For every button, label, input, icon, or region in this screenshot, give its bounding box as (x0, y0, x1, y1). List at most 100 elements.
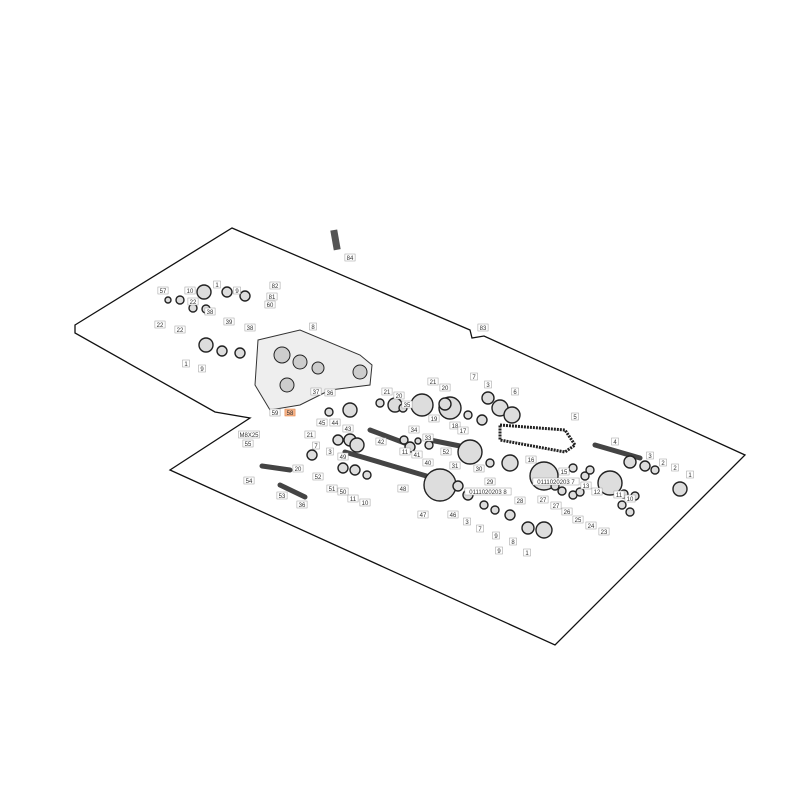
part-callout[interactable]: 25 (572, 515, 584, 524)
part-callout[interactable]: 39 (223, 317, 235, 326)
part-callout[interactable]: 38 (204, 307, 216, 316)
part-callout[interactable]: 30 (473, 464, 485, 473)
part-callout[interactable]: 53 (276, 491, 288, 500)
part-callout[interactable]: 9 (495, 546, 503, 555)
part-callout[interactable]: 8 (309, 322, 317, 331)
part-callout[interactable]: 7 (470, 372, 478, 381)
part-callout[interactable]: 11 (399, 447, 411, 456)
part-callout[interactable]: 60 (264, 300, 276, 309)
part-callout[interactable]: 1 (213, 280, 221, 289)
callout-label: 16 (528, 458, 535, 464)
part-callout[interactable]: 19 (428, 414, 440, 423)
part-callout[interactable]: 1 (182, 359, 190, 368)
part-callout[interactable]: 0111020203 7 (532, 477, 580, 486)
callout-label: 2 (661, 461, 665, 467)
part-callout[interactable]: 38 (244, 323, 256, 332)
part-callout[interactable]: 20 (439, 383, 451, 392)
part-callout[interactable]: 12 (591, 487, 603, 496)
part-callout[interactable]: 59 (269, 408, 281, 417)
part-callout[interactable]: 41 (411, 450, 423, 459)
part-callout[interactable]: 23 (598, 527, 610, 536)
part-callout[interactable]: 51 (326, 484, 338, 493)
part-callout[interactable]: 28 (514, 496, 526, 505)
callout-label: 11 (350, 497, 357, 503)
part-callout[interactable]: 33 (422, 433, 434, 442)
part-callout[interactable]: 1 (686, 470, 694, 479)
callout-box (309, 322, 317, 331)
part-callout[interactable]: 22 (174, 325, 186, 334)
part-callout[interactable]: 9 (233, 286, 241, 295)
part-callout[interactable]: 10 (359, 498, 371, 507)
part-callout[interactable]: 36 (296, 500, 308, 509)
part-callout[interactable]: 5 (571, 412, 579, 421)
part-callout[interactable]: 37 (310, 387, 322, 396)
part-callout[interactable]: 21 (304, 430, 316, 439)
part-callout[interactable]: 50 (337, 487, 349, 496)
part-callout[interactable]: 22 (187, 297, 199, 306)
part-callout[interactable]: 35 (401, 400, 413, 409)
part-callout[interactable]: 1 (523, 548, 531, 557)
part-callout[interactable]: 21 (381, 387, 393, 396)
part-callout[interactable]: 82 (269, 281, 281, 290)
part-callout[interactable]: 49 (337, 452, 349, 461)
part-callout[interactable]: 34 (408, 425, 420, 434)
part-callout[interactable]: 15 (558, 467, 570, 476)
part-callout[interactable]: 44 (329, 418, 341, 427)
part-callout[interactable]: 10 (184, 286, 196, 295)
part-callout[interactable]: 0111020203 8 (464, 487, 512, 496)
part-callout[interactable]: M8X25 (238, 430, 260, 439)
part-callout[interactable]: 47 (417, 510, 429, 519)
callout-label: 46 (450, 513, 457, 519)
part-callout[interactable]: 22 (154, 320, 166, 329)
part-callout[interactable]: 7 (312, 441, 320, 450)
part-callout[interactable]: 3 (326, 447, 334, 456)
part-callout[interactable]: 24 (585, 521, 597, 530)
part-callout[interactable]: 9 (492, 531, 500, 540)
part-callout[interactable]: 2 (659, 458, 667, 467)
part-callout[interactable]: 36 (324, 388, 336, 397)
part-callout[interactable]: 20 (393, 391, 405, 400)
part-callout[interactable]: 7 (476, 524, 484, 533)
callout-label: 27 (553, 504, 560, 510)
part-callout[interactable]: 29 (484, 477, 496, 486)
part-callout[interactable]: 18 (449, 421, 461, 430)
shaft-part (259, 463, 293, 473)
part-callout[interactable]: 45 (316, 418, 328, 427)
part-callout[interactable]: 6 (511, 387, 519, 396)
part-callout[interactable]: 13 (580, 481, 592, 490)
part-callout[interactable]: 84 (344, 253, 356, 262)
part-callout[interactable]: 42 (375, 437, 387, 446)
part-callout[interactable]: 11 (347, 494, 359, 503)
part-callout[interactable]: 3 (463, 517, 471, 526)
part-callout[interactable]: 58 (284, 408, 296, 417)
part-callout[interactable]: 57 (157, 286, 169, 295)
part-callout[interactable]: 52 (312, 472, 324, 481)
part-callout[interactable]: 2 (671, 463, 679, 472)
part-callout[interactable]: 40 (422, 458, 434, 467)
part-callout[interactable]: 46 (447, 510, 459, 519)
part-callout[interactable]: 20 (292, 464, 304, 473)
part-callout[interactable]: 81 (266, 292, 278, 301)
part-callout[interactable]: 17 (457, 426, 469, 435)
callout-label: 9 (200, 367, 204, 373)
part-callout[interactable]: 3 (484, 380, 492, 389)
callout-label: 17 (460, 429, 467, 435)
part-callout[interactable]: 83 (477, 323, 489, 332)
part-callout[interactable]: 27 (537, 495, 549, 504)
part-callout[interactable]: 26 (561, 507, 573, 516)
part-callout[interactable]: 3 (646, 451, 654, 460)
part-callout[interactable]: 16 (525, 455, 537, 464)
part-callout[interactable]: 10 (624, 494, 636, 503)
part-callout[interactable]: 9 (198, 364, 206, 373)
part-callout[interactable]: 4 (611, 437, 619, 446)
part-callout[interactable]: 55 (242, 439, 254, 448)
part-callout[interactable]: 54 (243, 476, 255, 485)
part-callout[interactable]: 27 (550, 501, 562, 510)
part-callout[interactable]: 48 (397, 484, 409, 493)
part-callout[interactable]: 8 (509, 537, 517, 546)
part-callout[interactable]: 21 (427, 377, 439, 386)
part-callout[interactable]: 52 (440, 447, 452, 456)
part-callout[interactable]: 31 (449, 461, 461, 470)
part-callout[interactable]: 11 (613, 490, 625, 499)
part-callout[interactable]: 43 (342, 424, 354, 433)
